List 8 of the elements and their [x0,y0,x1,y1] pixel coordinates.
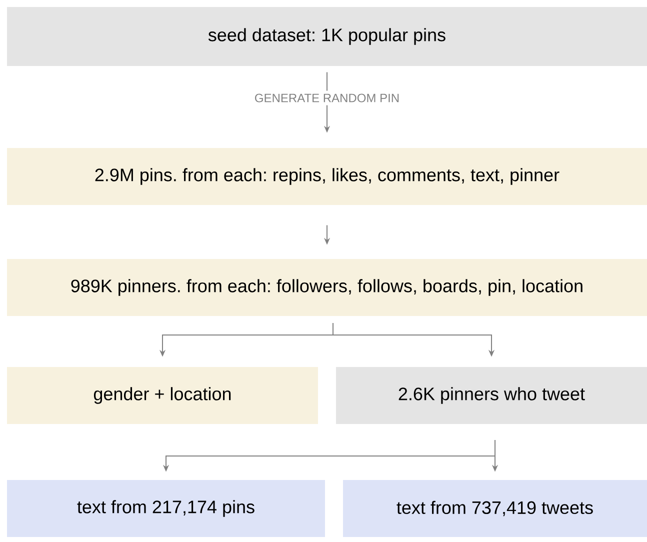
process-box: 2.6K pinners who tweet [336,367,647,424]
process-box: 989K pinners. from each: followers, follows, boards, pin, location [7,259,647,316]
process-box: 2.9M pins. from each: repins, likes, comments, text, pinner [7,148,647,205]
process-box: gender + location [7,367,318,424]
process-box: seed dataset: 1K popular pins [7,7,647,66]
edge-label: GENERATE RANDOM PIN [251,90,403,106]
process-box: text from 217,174 pins [7,480,325,537]
process-box: text from 737,419 tweets [343,480,647,537]
